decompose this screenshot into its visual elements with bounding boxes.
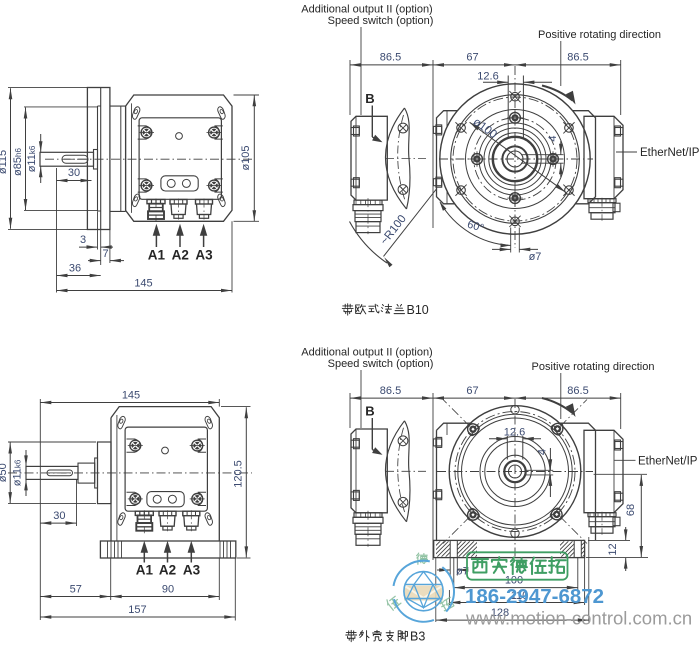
svg-text:30: 30 [53,510,65,522]
svg-text:ø105: ø105 [240,145,252,170]
svg-text:4: 4 [537,449,549,455]
svg-text:67: 67 [466,385,478,397]
svg-text:ø7: ø7 [456,566,469,578]
svg-text:Speed switch (option): Speed switch (option) [328,15,434,27]
svg-text:A1: A1 [136,563,154,578]
svg-text:68: 68 [625,504,637,516]
svg-text:Speed switch (option): Speed switch (option) [328,358,434,370]
svg-text:57: 57 [70,584,82,596]
svg-text:7: 7 [102,248,108,260]
svg-text:Additional output II (option): Additional output II (option) [301,346,432,358]
svg-text:A3: A3 [183,563,201,578]
svg-text:Positive rotating direction: Positive rotating direction [538,29,661,41]
svg-text:3: 3 [80,234,86,246]
svg-text:B: B [365,91,374,106]
svg-text:12.6: 12.6 [504,426,525,438]
svg-text:ø115: ø115 [0,150,9,174]
svg-text:B: B [365,404,374,419]
svg-text:EtherNet/IP: EtherNet/IP [640,147,700,159]
svg-text:128: 128 [491,607,509,619]
svg-text:A3: A3 [195,248,213,263]
svg-text:A2: A2 [159,563,176,578]
svg-text:12.6: 12.6 [477,70,498,82]
svg-text:36: 36 [69,263,81,275]
svg-text:ø7: ø7 [529,251,542,263]
svg-text:60°: 60° [466,219,485,235]
svg-text:ø85h6: ø85h6 [12,148,24,176]
svg-text:4: 4 [547,135,559,141]
svg-text:Additional output II (option): Additional output II (option) [301,3,432,15]
svg-text:90: 90 [162,584,174,596]
svg-text:157: 157 [128,604,146,616]
svg-text:145: 145 [122,389,140,401]
svg-text:ø11k6: ø11k6 [12,459,24,486]
svg-text:www.motion-control.com.cn: www.motion-control.com.cn [465,608,692,629]
svg-text:B3: B3 [410,630,425,644]
svg-text:A2: A2 [172,248,189,263]
svg-text:ø11k6: ø11k6 [26,145,38,172]
svg-text:86.5: 86.5 [567,385,588,397]
svg-text:12: 12 [607,543,619,555]
svg-text:EtherNet/IP: EtherNet/IP [638,455,698,467]
svg-text:Positive rotating direction: Positive rotating direction [532,361,655,373]
svg-text:A1: A1 [148,248,166,263]
svg-text:30: 30 [68,167,80,179]
svg-text:120.5: 120.5 [232,460,244,488]
svg-text:67: 67 [466,52,478,64]
svg-text:ø50: ø50 [0,463,9,482]
svg-text:86.5: 86.5 [380,385,401,397]
svg-text:186-2947-6872: 186-2947-6872 [465,585,604,608]
svg-text:B10: B10 [407,303,429,317]
svg-text:86.5: 86.5 [380,52,401,64]
svg-text:145: 145 [134,277,152,289]
svg-text:110: 110 [511,590,529,602]
svg-text:86.5: 86.5 [567,52,588,64]
